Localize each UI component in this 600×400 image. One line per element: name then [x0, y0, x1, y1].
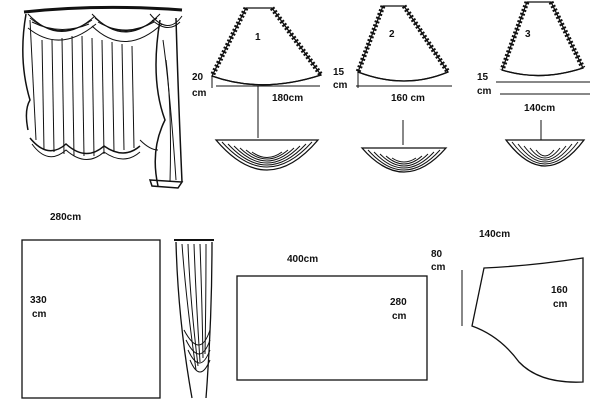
swag-3-drop-value: 15 [477, 72, 489, 83]
swag-1-number: 1 [255, 32, 261, 43]
swag-1-width: 180cm [272, 93, 303, 104]
swag-3-folded-shape [504, 139, 586, 167]
main-panel-height-value: 330 [30, 295, 47, 306]
valance-panel [236, 275, 428, 381]
swag-3 [496, 0, 590, 167]
swag-3-width: 140cm [524, 103, 555, 114]
jabot-side-unit: cm [553, 299, 568, 310]
side-jabot-drape [174, 239, 214, 399]
main-panel-width: 280cm [50, 212, 81, 223]
swag-2 [355, 4, 452, 173]
jabot-side-value: 160 [551, 285, 568, 296]
jabot-height-value: 80 [431, 249, 443, 260]
swag-3-number: 3 [525, 29, 531, 40]
jabot-top-width: 140cm [479, 229, 510, 240]
swag-2-drop-unit: cm [333, 80, 348, 91]
swag-1-folded-shape [214, 139, 320, 171]
swag-2-folded-shape [360, 147, 448, 173]
swag-1 [209, 6, 324, 171]
swag-1-drop-unit: cm [192, 88, 207, 99]
main-panel [21, 239, 161, 399]
curtain-illustration [22, 5, 184, 189]
main-panel-height-unit: cm [32, 309, 47, 320]
jabot-pattern [461, 257, 584, 383]
swag-3-pattern [496, 0, 590, 140]
swag-1-pattern [209, 6, 324, 138]
valance-inner-value: 280 [390, 297, 407, 308]
swag-1-drop-value: 20 [192, 72, 204, 83]
jabot-height-unit: cm [431, 262, 446, 273]
valance-width: 400cm [287, 254, 318, 265]
swag-2-number: 2 [389, 29, 395, 40]
valance-inner-unit: cm [392, 311, 407, 322]
swag-3-drop-unit: cm [477, 86, 492, 97]
swag-2-drop-value: 15 [333, 67, 345, 78]
swag-2-width: 160 cm [391, 93, 425, 104]
swag-2-pattern [355, 4, 452, 145]
labels: 1 20 cm 180cm 2 15 cm 160 cm 3 15 cm 140… [30, 29, 568, 322]
